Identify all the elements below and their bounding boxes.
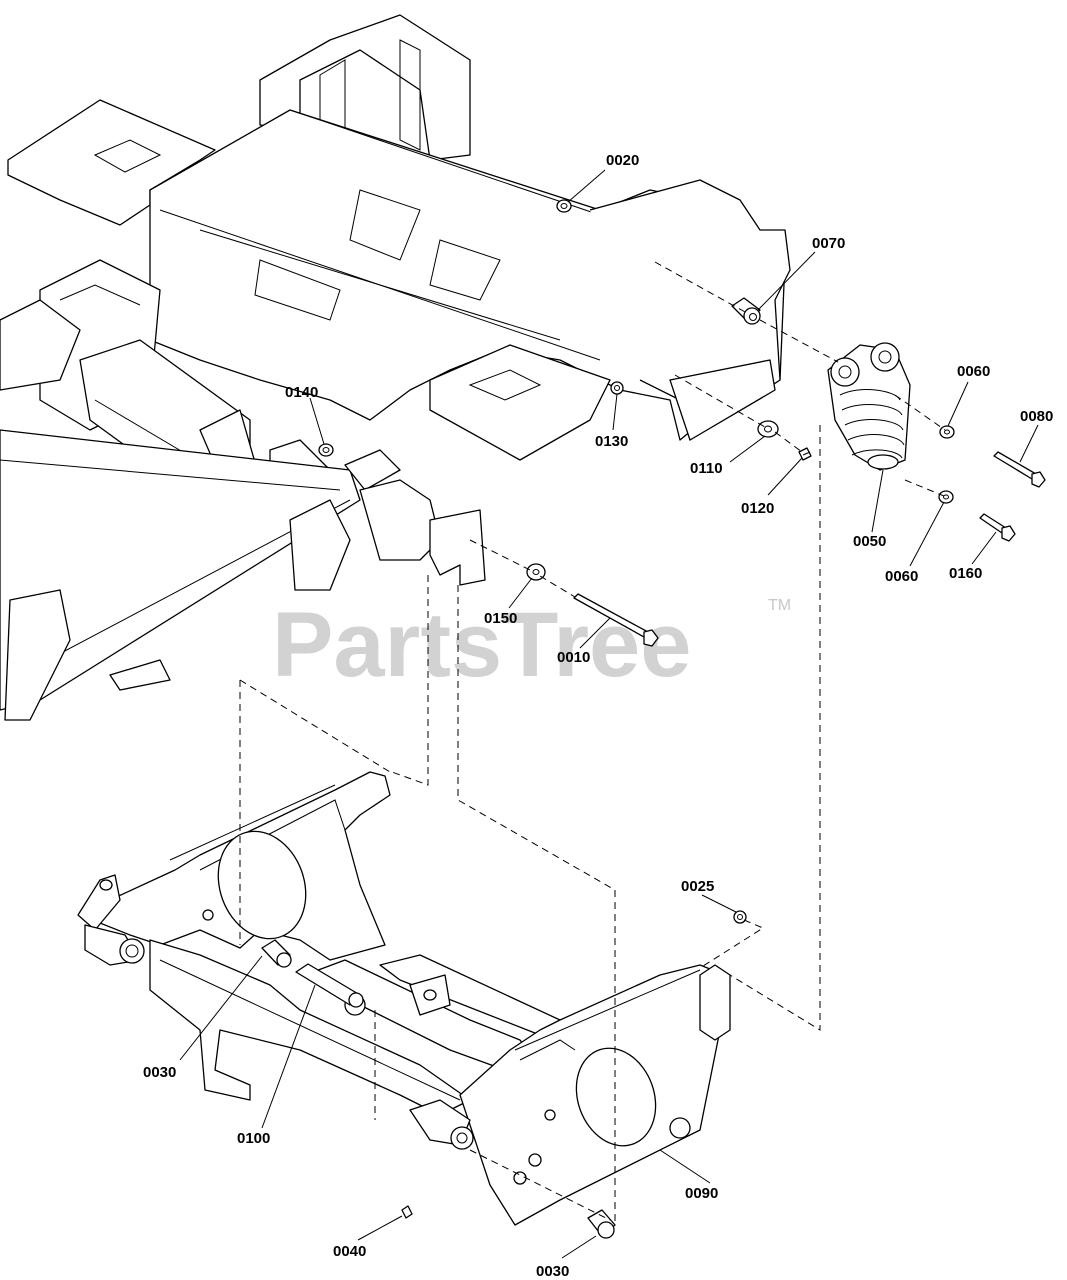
- callout-0140[interactable]: 0140: [285, 384, 318, 401]
- callout-0020[interactable]: 0020: [606, 152, 639, 169]
- callout-labels: 0020 0070 0140 0060 0080 0130 0110 0120 …: [143, 152, 1053, 1280]
- watermark-trademark: TM: [768, 597, 791, 614]
- callout-0120[interactable]: 0120: [741, 500, 774, 517]
- watermark-text: PartsTree: [272, 594, 691, 696]
- main-frame: [0, 14, 791, 721]
- bushing-0070-icon: [731, 297, 761, 325]
- callout-0060-top[interactable]: 0060: [957, 363, 990, 380]
- tube-0100-icon: [295, 963, 364, 1008]
- callout-0090[interactable]: 0090: [685, 1185, 718, 1202]
- callout-0025[interactable]: 0025: [681, 878, 714, 895]
- bolt-0160-icon: [979, 513, 1016, 542]
- nut-0020-icon: [556, 199, 572, 213]
- nut-0140-icon: [318, 443, 334, 457]
- grease-fitting-0040-icon: [401, 1205, 413, 1219]
- callout-0110[interactable]: 0110: [690, 460, 723, 477]
- callout-0030-bottom[interactable]: 0030: [536, 1263, 569, 1280]
- callout-0040[interactable]: 0040: [333, 1243, 366, 1260]
- nut-0025-icon: [733, 910, 747, 924]
- pivot-frame: [77, 771, 731, 1226]
- screw-0120-icon: [798, 447, 812, 461]
- bolt-0010-icon: [573, 593, 659, 647]
- callout-0130[interactable]: 0130: [595, 433, 628, 450]
- bolt-0080-icon: [993, 451, 1046, 488]
- washer-0060-bottom-icon: [938, 490, 954, 504]
- shock-absorber-0050-icon: [827, 342, 911, 471]
- callout-0100[interactable]: 0100: [237, 1130, 270, 1147]
- lower-hardware: [261, 910, 747, 1239]
- callout-0070[interactable]: 0070: [812, 235, 845, 252]
- nut-0130-icon: [610, 381, 624, 395]
- callout-0060-bottom[interactable]: 0060: [885, 568, 918, 585]
- bushing-0030-left-icon: [261, 939, 292, 968]
- callout-0030-left[interactable]: 0030: [143, 1064, 176, 1081]
- washer-0060-top-icon: [939, 425, 955, 439]
- watermark: PartsTree TM: [272, 594, 791, 696]
- washer-0110-icon: [757, 420, 779, 438]
- callout-0010[interactable]: 0010: [557, 649, 590, 666]
- callout-0050[interactable]: 0050: [853, 533, 886, 550]
- bushing-0030-bottom-icon: [587, 1209, 616, 1239]
- upper-hardware: [318, 199, 1046, 647]
- callout-0160[interactable]: 0160: [949, 565, 982, 582]
- callout-0080[interactable]: 0080: [1020, 408, 1053, 425]
- leader-lines: [179, 169, 1039, 1259]
- assembly-lines: [239, 261, 946, 1225]
- callout-0150[interactable]: 0150: [484, 610, 517, 627]
